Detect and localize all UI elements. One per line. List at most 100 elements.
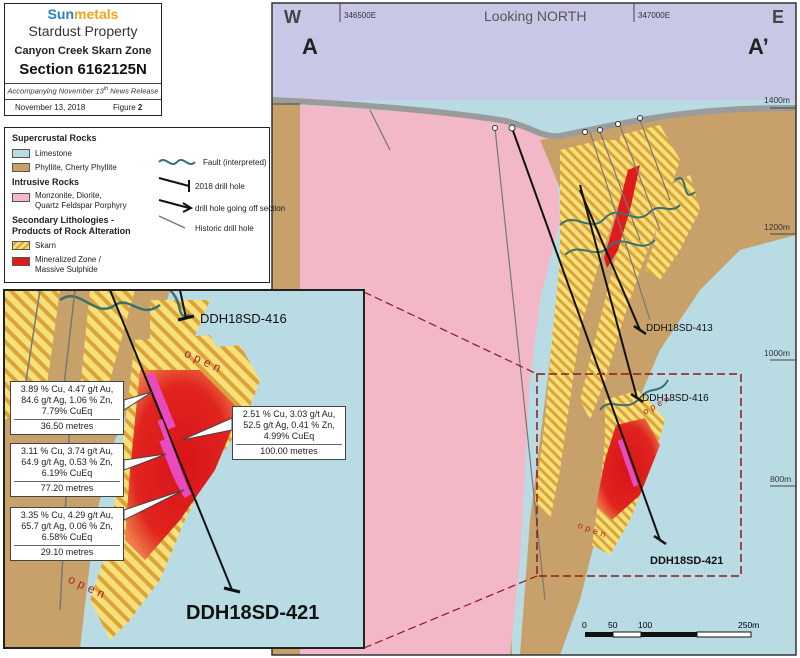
historic-hole [589, 131, 651, 321]
zone-name: Canyon Creek Skarn Zone [14, 45, 152, 57]
intercept-callout-1: 3.89 % Cu, 4.47 g/t Au, 84.6 g/t Ag, 1.0… [10, 381, 124, 435]
inset-fault [59, 294, 161, 312]
drill-hole-416-end [630, 392, 644, 404]
inset-fault [169, 290, 191, 318]
drill-hole-421 [511, 127, 661, 541]
inset-frame [3, 289, 365, 649]
section-body [272, 3, 796, 655]
legend-heading-supercrustal: Supercrustal Rocks [12, 133, 97, 143]
historic-hole [369, 109, 391, 151]
intercept-callout-3: 3.11 % Cu, 3.74 g/t Au, 64.9 g/t Ag, 0.5… [10, 443, 124, 497]
historic-hole [639, 119, 671, 201]
west-label: W [284, 7, 301, 27]
mineralized-upper [604, 165, 640, 268]
legend-phyllite: Phyllite, Cherty Phyllite [35, 163, 117, 172]
legend-mineralized-1: Mineralized Zone / [35, 255, 101, 264]
intercept-421 [617, 439, 639, 487]
label-hole-421: DDH18SD-421 [650, 555, 724, 567]
legend-drill-2018: 2018 drill hole [195, 182, 245, 191]
limestone-swatch [12, 149, 30, 158]
fault-2 [564, 239, 656, 256]
sky [272, 3, 796, 118]
fault-symbol [158, 159, 196, 165]
elev-1200: 1200m [764, 222, 790, 232]
historic-hole [619, 125, 661, 231]
east-label: E [772, 7, 785, 27]
inset-mineralized [125, 370, 240, 560]
label-hole-413: DDH18SD-413 [646, 323, 713, 334]
release-date: November 13, 2018 [15, 103, 86, 112]
inset-label-hole-421: DDH18SD-421 [186, 602, 320, 624]
scale-100: 100 [638, 620, 653, 630]
intrusive-swatch [12, 193, 30, 202]
legend-fault: Fault (interpreted) [203, 158, 267, 167]
legend: Supercrustal Rocks Limestone Phyllite, C… [4, 127, 285, 283]
legend-heading-secondary-2: Products of Rock Alteration [12, 226, 131, 236]
drill-off-section-arrow [182, 202, 194, 213]
legend-historic: Historic drill hole [195, 224, 254, 233]
easting-346500: 346500E [344, 11, 377, 20]
legend-mineralized-2: Massive Sulphide [35, 265, 98, 274]
fault-3 [599, 379, 669, 411]
scale-50: 50 [608, 620, 618, 630]
inset-drill-hole-416 [179, 290, 187, 319]
looking-direction: Looking NORTH [484, 8, 587, 24]
figure-number: Figure 2 [113, 103, 143, 112]
elev-1000: 1000m [764, 348, 790, 358]
legend-heading-secondary-1: Secondary Lithologies - [12, 215, 115, 225]
title-block: Sunmetals Stardust Property Canyon Creek… [4, 3, 162, 116]
historic-symbol [158, 215, 186, 229]
elev-1400: 1400m [764, 95, 790, 105]
scale-250: 250m [738, 620, 760, 630]
drill-hole-421-end [653, 534, 667, 546]
intercept-callout-2: 2.51 % Cu, 3.03 g/t Au, 52.5 g/t Ag, 0.4… [232, 406, 346, 460]
elev-800: 800m [770, 474, 792, 484]
inset-label-hole-416: DDH18SD-416 [200, 311, 287, 326]
callout-leader [123, 489, 185, 521]
historic-hole [599, 131, 641, 241]
inset-connector [363, 575, 538, 649]
drill-hole-416 [579, 184, 638, 399]
title-divider [5, 99, 161, 100]
section-start-a: A [302, 34, 318, 59]
topography [272, 97, 796, 140]
section-end-a-prime: A’ [748, 34, 769, 59]
scale-bar [585, 631, 752, 638]
section-name: Section 6162125N [19, 61, 147, 78]
fault-1 [559, 204, 681, 226]
intercept-callout-4: 3.35 % Cu, 4.29 g/t Au, 65.7 g/t Ag, 0.0… [10, 507, 124, 561]
drill-hole-413-end [633, 324, 647, 336]
inset-drill-hole-421-end [223, 586, 241, 594]
phyllite-swatch [12, 163, 30, 172]
collar [615, 121, 621, 127]
intercept-1 [146, 372, 176, 430]
collar [597, 127, 603, 133]
collar [582, 129, 588, 135]
collar [492, 125, 498, 131]
callout-leader [123, 453, 167, 471]
intercept-3 [159, 438, 182, 480]
skarn-band-3 [645, 175, 700, 280]
legend-skarn: Skarn [35, 241, 56, 250]
inset-connector [363, 291, 538, 375]
callout-leader [123, 391, 153, 411]
intercept-4 [174, 476, 192, 498]
drill-2018-symbol [158, 177, 190, 187]
label-hole-416: DDH18SD-416 [642, 393, 709, 404]
legend-limestone: Limestone [35, 149, 72, 158]
legend-line-symbols [158, 159, 196, 229]
drill-off-section-symbol [158, 199, 190, 209]
inset-drill-hole-416-end [177, 314, 195, 322]
legend-monzonite-1: Monzonite, Diorite, [35, 191, 102, 200]
inset-drill-hole-421 [109, 290, 233, 591]
skarn-swatch [12, 241, 30, 250]
skarn-band-2 [580, 125, 680, 420]
mineralized-swatch [12, 257, 30, 266]
title-divider [5, 83, 161, 84]
detail-box [536, 373, 742, 577]
legend-drill-off: drill hole going off section [195, 204, 286, 213]
easting-347000: 347000E [638, 11, 671, 20]
drill-hole-413 [579, 189, 641, 331]
company-logo: Sunmetals [47, 6, 119, 22]
fault-4 [674, 177, 696, 196]
